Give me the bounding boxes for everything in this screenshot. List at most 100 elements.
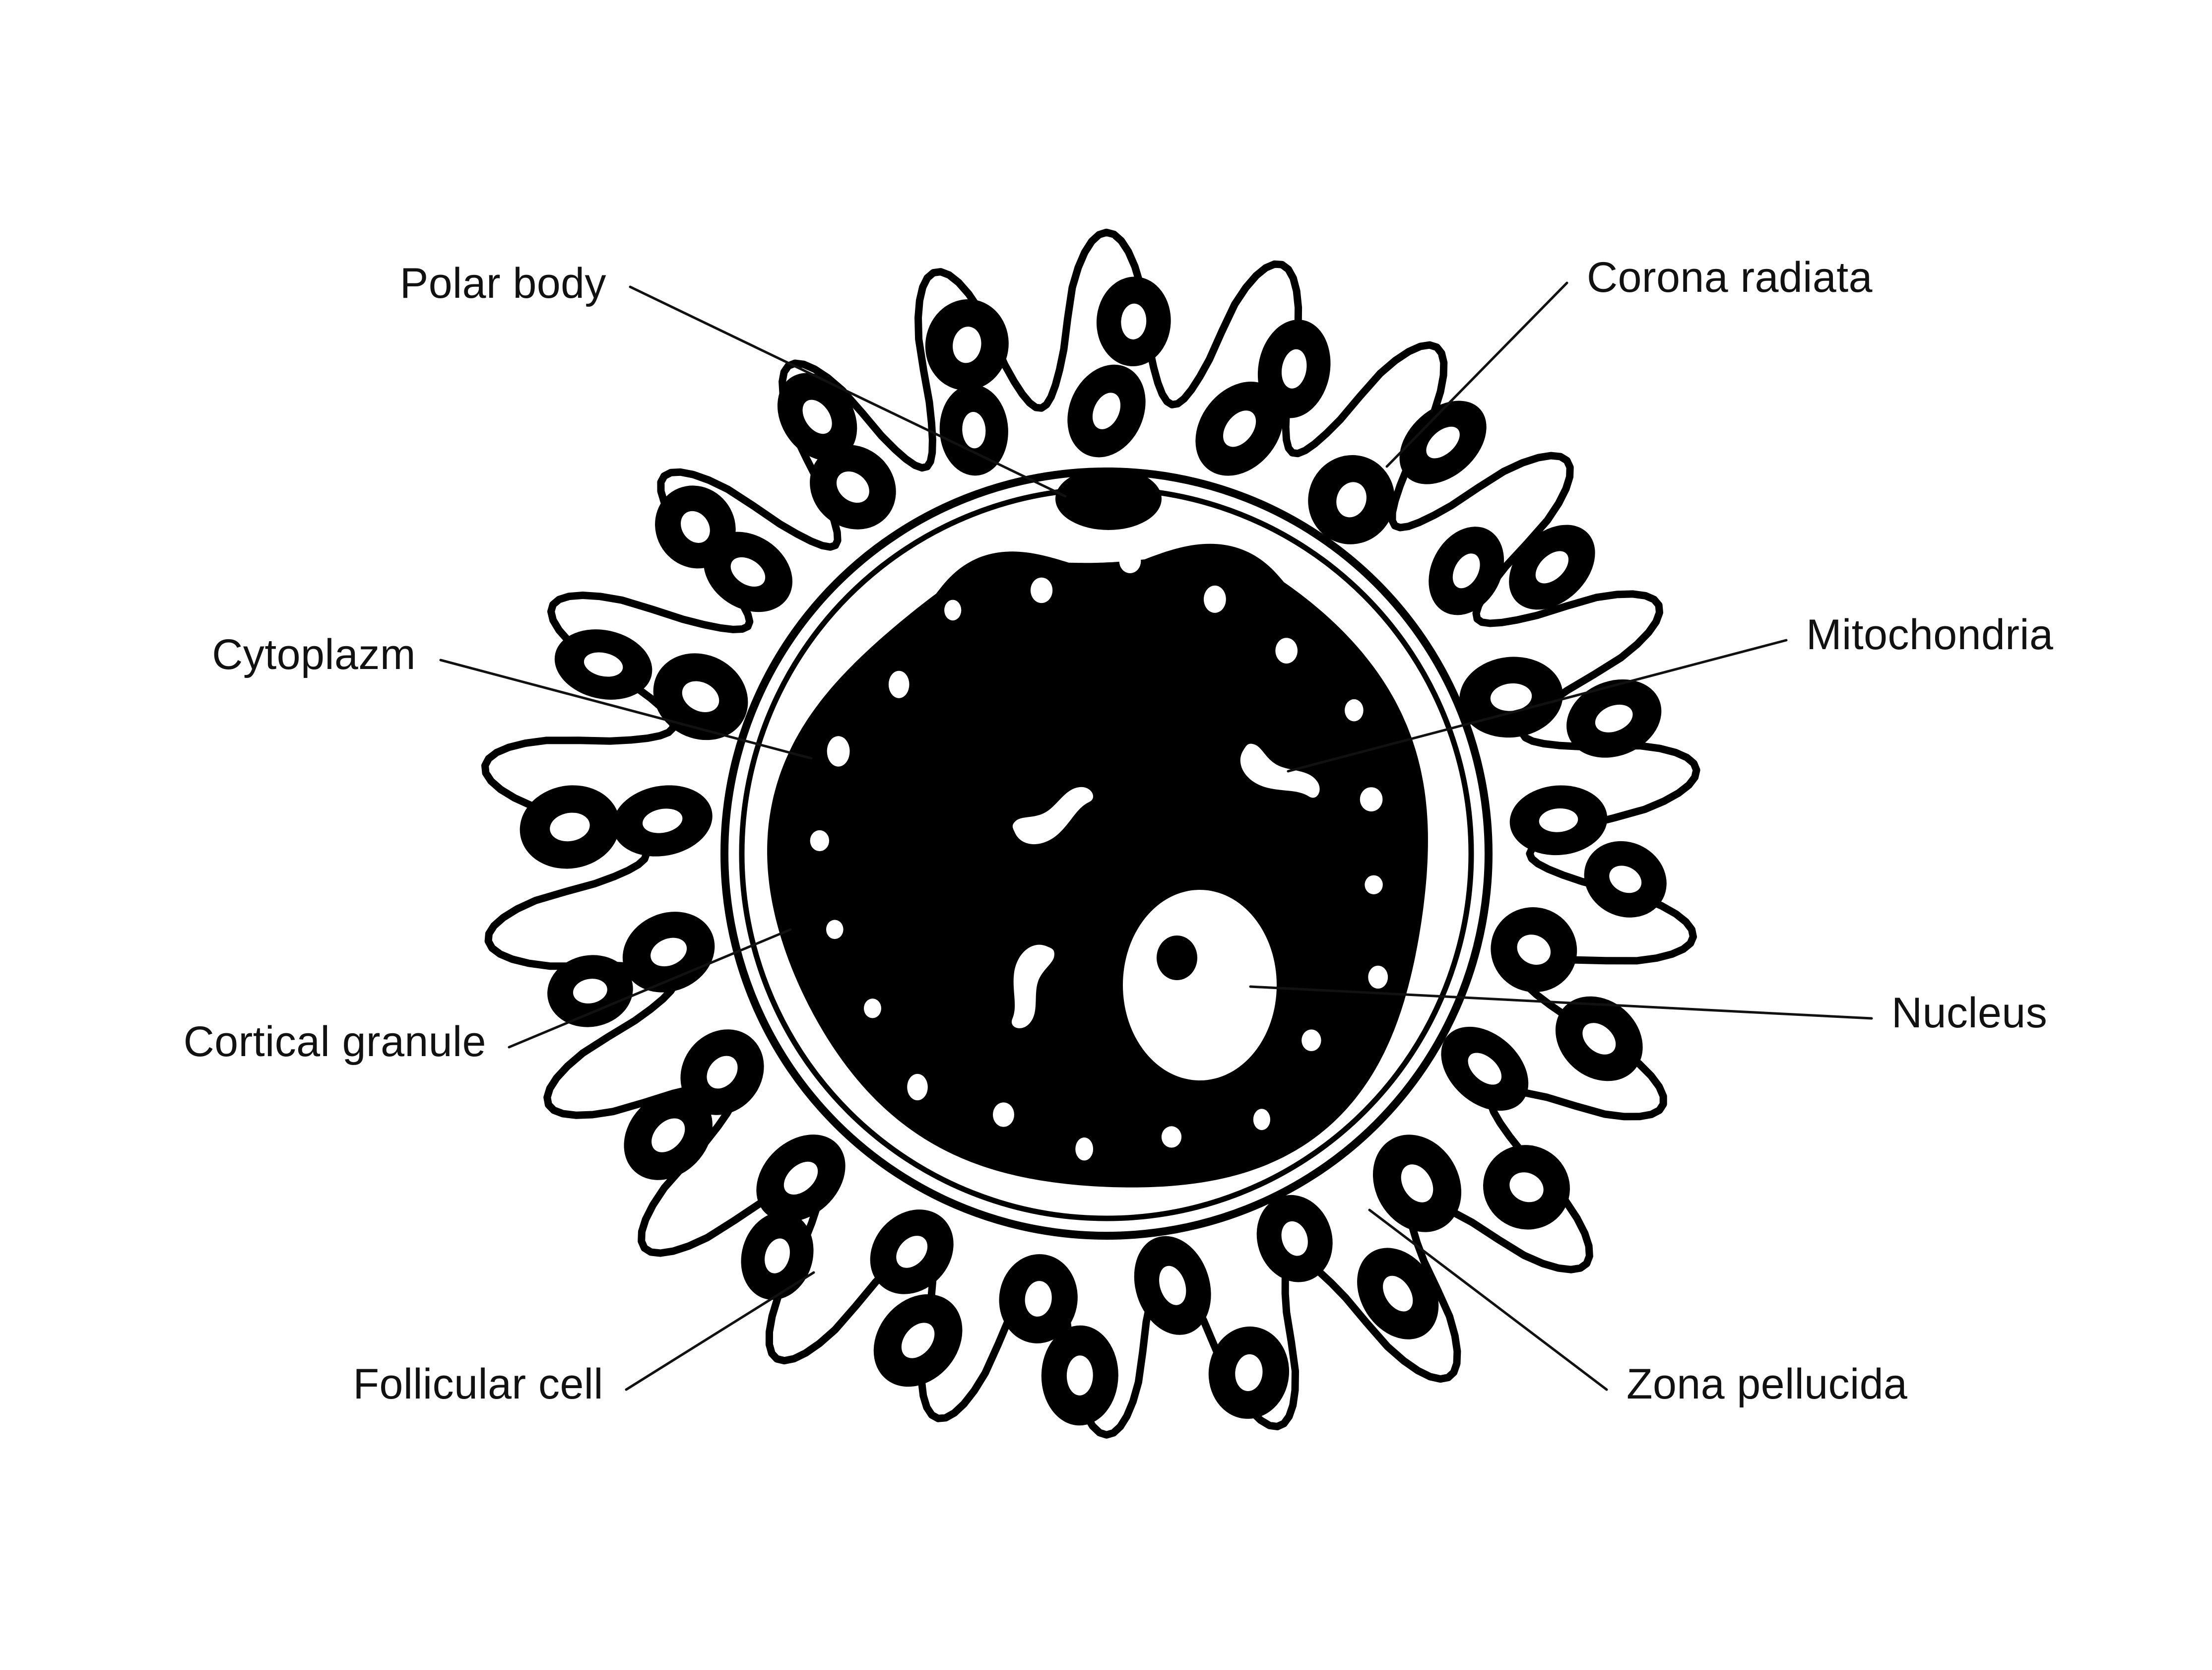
follicular-cell-nucleus (681, 511, 710, 543)
follicular-cell (870, 1209, 954, 1294)
label-zona-pellucida: Zona pellucida (1626, 1360, 1907, 1408)
follicular-cell (1134, 1236, 1211, 1335)
follicular-cell-nucleus (643, 808, 683, 833)
follicular-cell (1429, 527, 1504, 615)
follicular-cell-group (520, 276, 1667, 1426)
cortical-granule (1275, 638, 1298, 664)
nucleus-body (1123, 890, 1277, 1080)
follicular-cell (1357, 1248, 1439, 1339)
follicular-cell (1509, 785, 1608, 856)
leader-line-nucleus (1249, 985, 1873, 1020)
follicular-cell-nucleus (1159, 1266, 1186, 1305)
cortical-granule (1345, 699, 1364, 722)
follicular-cell-nucleus (1235, 1354, 1263, 1392)
cortical-granule (1161, 1126, 1182, 1148)
leader-line-mitochondria (1287, 639, 1788, 773)
cortical-granule (907, 1073, 928, 1101)
follicular-cell-nucleus (584, 652, 623, 677)
follicular-cell-nucleus (765, 1238, 790, 1273)
follicular-cell (1372, 1135, 1462, 1232)
follicular-cell-nucleus (1595, 704, 1633, 733)
label-cytoplazm: Cytoplazm (212, 631, 416, 678)
follicular-cell-nucleus (962, 412, 986, 449)
leader-line-zona-pellucida (1368, 1208, 1608, 1391)
follicular-cell-nucleus (1539, 808, 1578, 832)
cortical-granule (888, 670, 910, 698)
follicular-cell (925, 299, 1009, 391)
cortical-granule (1253, 1109, 1270, 1131)
follicular-cell (1208, 1326, 1290, 1419)
polar-body (1055, 468, 1162, 530)
label-follicular-cell: Follicular cell (353, 1360, 603, 1408)
follicular-cell-nucleus (550, 812, 590, 842)
cortical-granule (1365, 875, 1383, 895)
mitochondrion (1240, 743, 1320, 798)
cortical-granule (1031, 577, 1053, 603)
follicular-cell-nucleus (573, 979, 607, 1003)
follicular-cell (1041, 1325, 1118, 1426)
leader-line-follicular-cell (625, 1271, 815, 1391)
follicular-cell-nucleus (1066, 1355, 1093, 1396)
follicular-cell (1256, 1195, 1333, 1282)
cortical-granule-group (810, 549, 1388, 1161)
follicular-cell (1491, 907, 1577, 993)
cortical-granule (1119, 549, 1141, 573)
follicular-cell (554, 629, 652, 700)
follicular-cell-nucleus (1223, 410, 1256, 447)
follicular-cell-nucleus (1582, 1023, 1616, 1055)
cortical-granule (1075, 1137, 1094, 1161)
follicular-cell (1566, 679, 1662, 758)
follicular-cell (873, 1294, 963, 1387)
follicular-cell (756, 1135, 846, 1222)
follicular-cell-nucleus (1121, 303, 1147, 339)
follicular-cell (777, 373, 857, 461)
follicular-cell-nucleus (1468, 1053, 1502, 1085)
follicular-cell-nucleus (1401, 1164, 1433, 1202)
follicular-cell-nucleus (1517, 935, 1551, 965)
follicular-cell-nucleus (1426, 426, 1460, 459)
cortical-granule (1360, 787, 1383, 811)
nucleolus (1157, 935, 1197, 980)
mitochondria-group (1011, 743, 1320, 1028)
follicular-cell (547, 955, 633, 1027)
cortical-granule (826, 920, 844, 939)
cortical-granule (993, 1102, 1014, 1127)
follicular-cell-nucleus (682, 681, 719, 713)
follicular-cell-nucleus (1025, 1281, 1052, 1317)
leader-line-cytoplazm (439, 659, 813, 760)
follicular-cell-nucleus (1452, 553, 1480, 589)
label-mitochondria: Mitochondria (1806, 611, 2053, 659)
follicular-cell-nucleus (1535, 551, 1569, 584)
follicular-cell (1257, 320, 1331, 418)
follicular-cell-nucleus (802, 400, 832, 434)
follicular-cell (999, 1254, 1078, 1343)
follicular-cell-nucleus (707, 1056, 738, 1089)
follicular-cell (680, 1029, 764, 1115)
cortical-granule (827, 736, 850, 767)
follicular-cell (520, 785, 620, 869)
follicular-cell (1441, 1026, 1529, 1111)
follicular-cell-nucleus (1281, 1221, 1308, 1256)
label-nucleus: Nucleus (1891, 989, 2047, 1037)
label-corona-radiata: Corona radiata (1587, 254, 1873, 301)
follicular-cell (810, 445, 896, 530)
follicular-cell (1308, 455, 1395, 544)
follicular-cell (622, 912, 715, 993)
cortical-granule (1368, 965, 1388, 989)
follicular-cell (1584, 841, 1667, 918)
follicular-cell (1555, 996, 1643, 1081)
mitochondrion (1012, 787, 1094, 845)
follicular-cell (1459, 657, 1563, 738)
leader-line-corona-radiata (1385, 281, 1568, 468)
follicular-cell-nucleus (730, 557, 766, 587)
follicular-cell (939, 385, 1008, 476)
follicular-cell-nucleus (1490, 683, 1532, 711)
follicular-cell (1195, 382, 1284, 476)
label-group: Polar body Corona radiata Cytoplazm Mito… (184, 254, 2053, 1408)
leader-line-polar-body (629, 285, 1067, 498)
follicular-cell-nucleus (953, 327, 981, 363)
cortical-granule (864, 999, 881, 1018)
follicular-cell-nucleus (836, 471, 869, 503)
follicular-cell-nucleus (1509, 1172, 1544, 1202)
